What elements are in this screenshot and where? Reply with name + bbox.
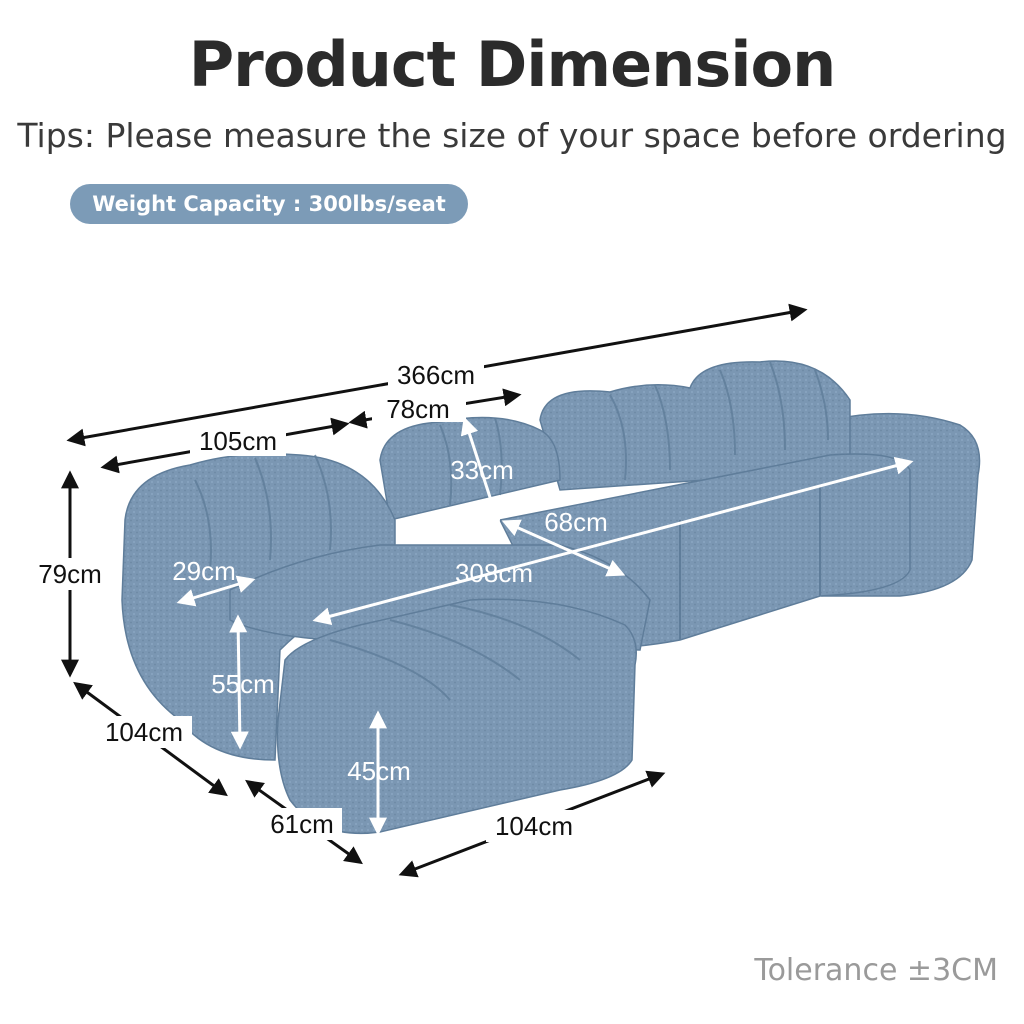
- label-arm-width: 29cm: [172, 556, 236, 586]
- dimension-labels: 366cm 78cm 105cm 79cm 33cm 68cm 29cm 308…: [28, 358, 608, 842]
- label-ottoman-height: 45cm: [347, 756, 411, 786]
- label-chaise-depth: 104cm: [105, 717, 183, 747]
- label-seat-height: 55cm: [211, 669, 275, 699]
- label-total-height: 79cm: [38, 559, 102, 589]
- label-total-length: 366cm: [397, 360, 475, 390]
- tips-text: Tips: Please measure the size of your sp…: [17, 116, 1007, 155]
- weight-capacity-badge: Weight Capacity : 300lbs/seat: [70, 184, 468, 224]
- page-title: Product Dimension: [188, 28, 837, 101]
- label-ottoman-length: 104cm: [495, 811, 573, 841]
- label-seat-length: 308cm: [455, 558, 533, 588]
- label-seat-module-width: 78cm: [386, 394, 450, 424]
- label-ottoman-depth: 61cm: [270, 809, 334, 839]
- label-chaise-module-width: 105cm: [199, 426, 277, 456]
- label-seat-depth: 68cm: [544, 507, 608, 537]
- tolerance-text: Tolerance ±3CM: [754, 953, 998, 988]
- label-back-cushion-height: 33cm: [450, 455, 514, 485]
